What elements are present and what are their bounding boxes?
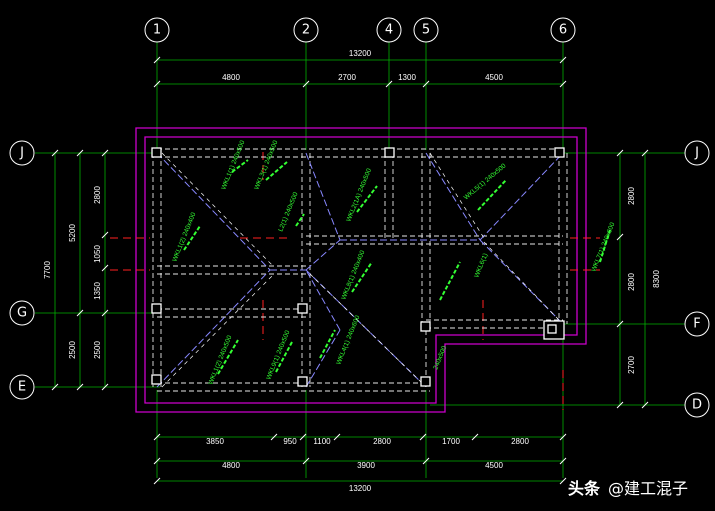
dim-bottom-total: 13200 <box>349 484 372 493</box>
beam-label: WKL5(1) 240x500 <box>463 162 508 201</box>
axis-bubbles <box>9 17 710 418</box>
column-marks <box>151 147 565 387</box>
axis-label-e: E <box>18 380 26 395</box>
dim-left-outer: 7700 <box>43 261 52 279</box>
axis-labels: 1 2 4 5 6 J G E J F D <box>17 23 702 413</box>
dim-left-inner-4: 2500 <box>93 341 102 359</box>
axis-label-2: 2 <box>302 23 310 38</box>
axis-label-f: F <box>693 317 700 332</box>
watermark: 头条 @建工混子 <box>568 474 688 500</box>
beam-label: WKL3(1) 240x500 <box>253 139 279 191</box>
reinforcement-notes <box>183 159 611 375</box>
dimension-ticks <box>51 56 649 485</box>
dim-bottom-inner-4: 2800 <box>373 437 391 446</box>
beam-label: WKL6(1) <box>473 252 489 278</box>
dimension-lines <box>54 59 646 482</box>
axis-label-1: 1 <box>153 23 161 38</box>
axis-label-j-right: J <box>694 146 699 161</box>
dim-left-mid-2: 2500 <box>68 341 77 359</box>
dim-bottom-inner-5: 1700 <box>442 437 460 446</box>
dim-bottom-inner-3: 1100 <box>313 437 331 446</box>
watermark-handle: @建工混子 <box>608 479 689 498</box>
dim-right-inner-3: 2700 <box>627 356 636 374</box>
dim-bottom-inner-6: 2800 <box>511 437 529 446</box>
dim-bottom-inner-2: 950 <box>283 437 297 446</box>
dim-bottom-mid-3: 4500 <box>485 461 503 470</box>
axis-label-g: G <box>17 306 27 321</box>
dim-left-inner-1: 2800 <box>93 186 102 204</box>
beam-label: WKL1(2) 240x400 <box>171 211 197 263</box>
dim-bottom-inner-1: 3850 <box>206 437 224 446</box>
section-marks <box>110 152 600 410</box>
axis-label-j-left: J <box>19 146 24 161</box>
axis-label-6: 6 <box>559 23 567 38</box>
dimension-labels: 13200 4800 2700 1300 4500 3850 950 1100 … <box>43 49 661 493</box>
beam-label: L2(1) 240x500 <box>277 191 299 233</box>
dim-bottom-mid-2: 3900 <box>357 461 375 470</box>
beam-label: WKL7(1) 240x600 <box>590 221 616 273</box>
beam-annotations: WKL1(1) 240x500 WKL3(1) 240x500 L2(1) 24… <box>171 139 616 386</box>
dim-top-seg-1: 4800 <box>222 73 240 82</box>
watermark-logo: 头条 <box>568 479 601 498</box>
dim-top-seg-4: 4500 <box>485 73 503 82</box>
dim-top-seg-2: 2700 <box>338 73 356 82</box>
axis-label-d: D <box>692 398 702 413</box>
dim-left-inner-3: 1350 <box>93 282 102 300</box>
dim-bottom-mid-1: 4800 <box>222 461 240 470</box>
dim-right-inner-1: 2800 <box>627 187 636 205</box>
dim-top-seg-3: 1300 <box>398 73 416 82</box>
dim-right-inner-2: 2800 <box>627 273 636 291</box>
axis-label-4: 4 <box>385 23 393 38</box>
axis-label-5: 5 <box>422 23 430 38</box>
dim-right-outer: 8300 <box>652 270 661 288</box>
dim-top-total: 13200 <box>349 49 372 58</box>
beam-label: WKL1(2) 240x500 <box>207 334 233 386</box>
dim-left-mid-1: 5200 <box>68 224 77 242</box>
roof-outline <box>135 127 587 413</box>
beam-label: WKL9(1) 240x500 <box>265 329 291 381</box>
beam-label: 240x500 <box>432 345 448 371</box>
beam-label: WKL4(1) 240x600 <box>335 314 361 366</box>
dim-left-inner-2: 1050 <box>93 245 102 263</box>
hip-lines <box>156 152 564 388</box>
beam-lines <box>152 148 568 392</box>
hip-lines-white <box>161 152 560 388</box>
